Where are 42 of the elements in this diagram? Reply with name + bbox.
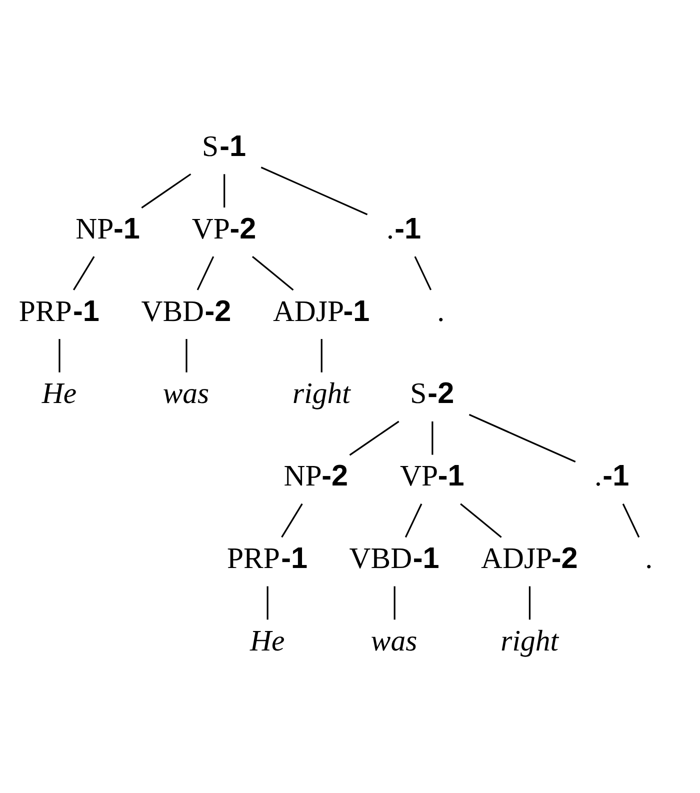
node-text: .-1 [386, 212, 422, 245]
connector [266, 586, 268, 620]
connector [281, 502, 303, 538]
node-text: VP-1 [400, 459, 464, 492]
connector [224, 174, 226, 208]
connector [528, 586, 531, 620]
connector [404, 503, 422, 538]
connector [196, 256, 214, 290]
node-text: He [250, 624, 285, 657]
node-text: S-2 [410, 376, 454, 410]
node-text: VBD-2 [141, 294, 232, 328]
connector [58, 338, 60, 372]
connector [468, 413, 576, 462]
node-text: PRP-1 [227, 542, 308, 575]
connector [260, 166, 368, 215]
connector [414, 256, 432, 290]
node-text: PRP-1 [18, 294, 100, 328]
connector [432, 420, 434, 454]
connector [394, 586, 396, 620]
node-text: was [370, 624, 418, 657]
node-text: ADJP-1 [272, 294, 370, 328]
node-text: VBD-1 [349, 542, 440, 575]
node-text: . [438, 295, 446, 328]
connector [141, 172, 192, 208]
connector [460, 502, 502, 538]
node-text: NP-1 [76, 212, 140, 245]
connector [622, 503, 640, 538]
node-text: . [646, 542, 654, 575]
connector [320, 338, 322, 372]
node-text: He [42, 378, 77, 410]
node-text: .-1 [594, 459, 630, 492]
connector [349, 420, 400, 456]
node-text: NP-2 [284, 459, 348, 492]
connector [252, 255, 294, 290]
node-text: right [500, 624, 558, 657]
connector [73, 256, 95, 290]
node-text: ADJP-2 [481, 542, 578, 575]
node-text: right [292, 378, 350, 410]
node-text: S-1 [202, 129, 246, 162]
connector [186, 338, 188, 372]
node-text: VP-2 [192, 212, 256, 245]
node-text: was [162, 378, 210, 410]
